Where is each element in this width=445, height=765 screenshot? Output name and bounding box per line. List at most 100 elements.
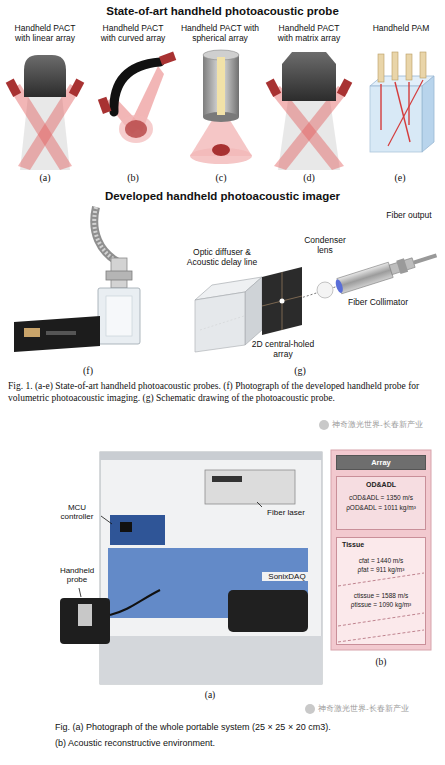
acoustic-environment: [336, 537, 426, 645]
probe-title: Handheld PACT with matrix array: [270, 24, 348, 44]
linear-array-probe: [24, 55, 66, 97]
curved-array-probe: [114, 62, 160, 112]
system-photo: [101, 516, 112, 524]
probe-photo: [46, 331, 76, 335]
part-label: Optic diffuser & Acoustic delay line: [180, 248, 264, 268]
spherical-array-probe: [203, 55, 239, 117]
figure-caption: Fig. 1. (a-e) State-of-art handheld phot…: [8, 381, 438, 404]
system-photo: [79, 588, 81, 597]
probe-photo: [98, 288, 140, 344]
pam-probe: [388, 80, 423, 146]
curved-array-probe: [98, 52, 176, 143]
array-box: Array: [336, 455, 426, 470]
figure-caption-line: (b) Acoustic reconstructive environment.: [55, 738, 443, 748]
acoustic-environment: [338, 613, 424, 626]
probe-schematic: [389, 258, 415, 275]
system-photo: [60, 598, 110, 644]
watermark: 神奇激光世界-长春新产业: [318, 704, 428, 713]
matrix-array-probe: [282, 52, 336, 101]
matrix-array-probe: [337, 79, 352, 97]
pam-probe: [420, 52, 426, 78]
probe-photo: [14, 316, 100, 352]
part-label: Fiber laser: [258, 508, 314, 517]
spherical-array-probe: [190, 117, 252, 156]
system-photo: [100, 636, 322, 684]
linear-array-probe: [69, 79, 84, 97]
panel-letter: (g): [282, 365, 318, 377]
probe-schematic: [195, 292, 245, 352]
pam-probe: [395, 82, 410, 142]
part-label: SonixDAQ: [262, 572, 312, 581]
figure-caption-line: Fig. (a) Photograph of the whole portabl…: [55, 722, 443, 732]
system-photo: [110, 590, 160, 615]
probe-schematic: [337, 262, 393, 294]
pam-probe: [406, 54, 412, 80]
watermark-icon: [305, 704, 315, 714]
system-photo: [257, 502, 262, 507]
probe-schematic: [262, 296, 302, 306]
panel-letter: (a): [30, 172, 60, 184]
parameter-text: cfat = 1440 m/s: [358, 557, 405, 565]
system-photo: [78, 604, 92, 626]
system-photo: [228, 590, 308, 632]
acoustic-environment: [338, 573, 424, 586]
pam-probe: [392, 52, 398, 80]
system-photo: [110, 515, 165, 545]
probe-photo: [14, 207, 140, 352]
probe-schematic: [413, 253, 437, 264]
section-heading: Developed handheld photoacoustic imager: [0, 190, 445, 203]
panel-letter: (e): [385, 172, 415, 184]
curved-array-probe: [159, 52, 176, 66]
matrix-array-probe: [266, 79, 281, 97]
probe-schematic: [396, 258, 408, 274]
panel-letter: (b): [118, 172, 148, 184]
matrix-array-probe: [266, 52, 353, 170]
probe-photo: [94, 207, 118, 262]
part-label: 2D central-holed array: [246, 340, 320, 360]
probe-schematic: [280, 299, 285, 304]
probe-schematic: [334, 279, 344, 294]
curved-array-probe: [125, 120, 147, 138]
system-photo: [212, 476, 242, 482]
part-label: Fiber output: [378, 211, 440, 221]
system-photo: [60, 452, 322, 684]
curved-array-probe: [119, 115, 153, 143]
system-photo: [120, 522, 132, 532]
panel-letter: (c): [206, 172, 236, 184]
probe-photo: [24, 328, 40, 337]
probe-schematic: [317, 282, 333, 298]
spherical-array-probe: [190, 50, 252, 164]
curved-array-probe: [98, 97, 112, 114]
spherical-array-probe: [212, 144, 230, 156]
probe-title: Handheld PACT with linear array: [8, 24, 82, 44]
probe-photo: [94, 207, 118, 262]
parameter-text: ρtissue = 1090 kg/m³: [350, 601, 413, 609]
panel-letter: (a): [195, 690, 225, 701]
system-photo: [100, 452, 322, 460]
box-heading: Tissue: [341, 541, 365, 549]
probe-photo: [106, 296, 132, 336]
panel-letter: (f): [70, 365, 106, 377]
medium-box: OD&ADLcOD&ADL = 1350 m/sρOD&ADL = 1011 k…: [336, 476, 426, 530]
probe-schematic: [245, 277, 262, 345]
tissue-box: Tissuecfat = 1440 m/sρfat = 911 kg/m³cti…: [336, 537, 426, 645]
pam-probe: [378, 54, 384, 82]
system-photo: [100, 452, 322, 684]
probe-title: Handheld PAM: [370, 24, 432, 34]
system-photo: [205, 470, 295, 504]
parameter-text: ρOD&ADL = 1011 kg/m³: [345, 504, 417, 512]
parameter-text: ρfat = 911 kg/m³: [357, 566, 406, 574]
figure-heading: State-of-art handheld photoacoustic prob…: [0, 5, 445, 18]
probe-photo: [106, 271, 132, 280]
spherical-array-probe: [217, 57, 225, 115]
part-label: Fiber Collimator: [348, 298, 408, 308]
linear-array-probe: [6, 55, 85, 170]
acoustic-environment: [331, 450, 431, 650]
pam-probe: [422, 76, 434, 152]
part-label: Handheld probe: [56, 566, 98, 584]
acoustic-environment: [331, 450, 431, 650]
acoustic-environment: [338, 630, 424, 642]
probe-schematic: [262, 267, 302, 335]
box-heading: OD&ADL: [365, 481, 397, 489]
